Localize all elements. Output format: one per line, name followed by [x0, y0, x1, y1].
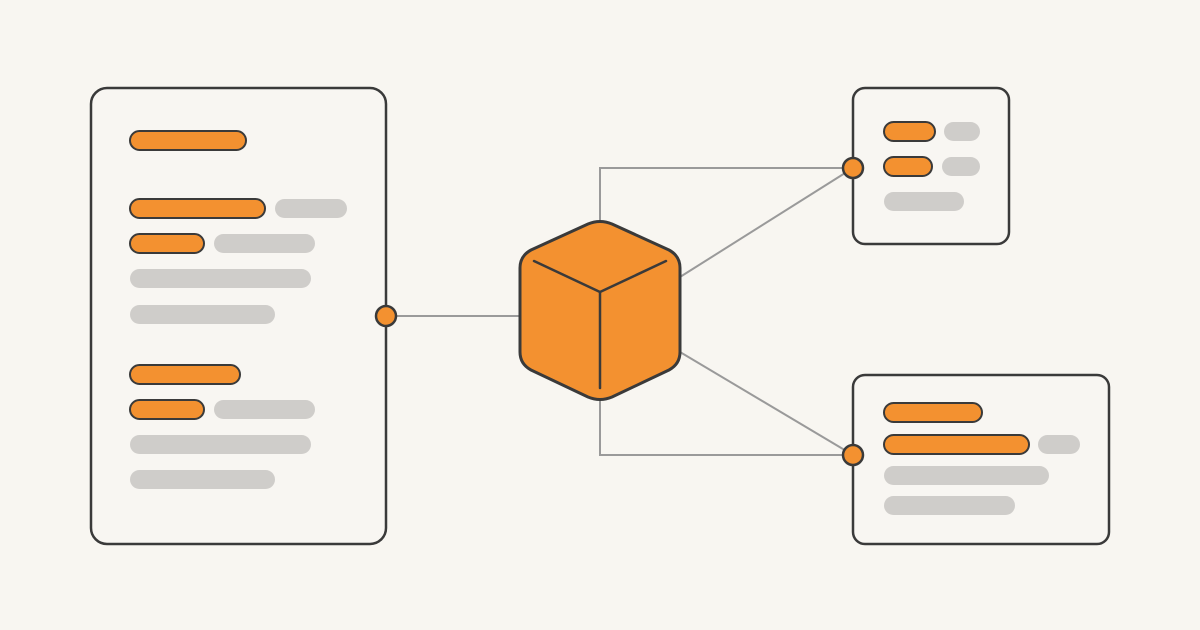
placeholder-bar	[130, 269, 311, 288]
placeholder-bar	[883, 121, 936, 142]
placeholder-bar	[130, 435, 311, 454]
cube-icon	[518, 220, 682, 401]
placeholder-bar	[944, 122, 980, 141]
placeholder-bar	[129, 399, 205, 420]
placeholder-bar	[884, 496, 1015, 515]
source-panel-port	[374, 304, 398, 328]
placeholder-bar	[883, 402, 983, 423]
placeholder-bar	[942, 157, 980, 176]
output-panel-bottom	[841, 373, 1111, 546]
placeholder-bar	[214, 234, 315, 253]
output-panel-top-rows	[883, 121, 980, 211]
output-panel-top	[841, 86, 1011, 246]
placeholder-bar	[130, 470, 275, 489]
placeholder-bar	[275, 199, 347, 218]
placeholder-bar	[129, 364, 241, 385]
placeholder-bar	[1038, 435, 1080, 454]
placeholder-bar	[130, 305, 275, 324]
placeholder-bar	[129, 130, 247, 151]
placeholder-bar	[214, 400, 315, 419]
output-panel-bottom-rows	[883, 402, 1080, 515]
central-hub	[518, 220, 682, 401]
source-panel	[89, 86, 398, 546]
placeholder-bar	[883, 434, 1030, 455]
placeholder-bar	[884, 466, 1049, 485]
output-panel-bottom-frame	[851, 373, 1111, 546]
output-panel-bottom-port	[841, 443, 865, 467]
edge-hub-to-output-top	[599, 167, 854, 278]
placeholder-bar	[884, 192, 964, 211]
output-panel-top-port	[841, 156, 865, 180]
source-panel-rows	[129, 130, 347, 489]
placeholder-bar	[129, 198, 266, 219]
edge-hub-to-output-bottom	[599, 351, 854, 456]
placeholder-bar	[129, 233, 205, 254]
placeholder-bar	[883, 156, 933, 177]
